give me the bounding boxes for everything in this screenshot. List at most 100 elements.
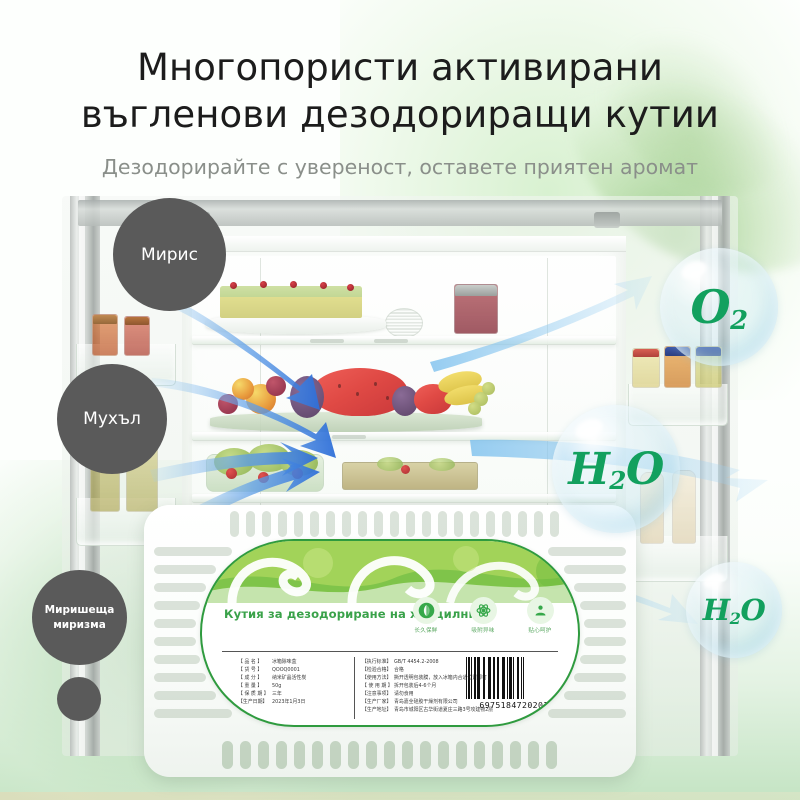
- bubble-water-large: H2O: [552, 405, 680, 533]
- barcode-bar: [509, 657, 512, 699]
- pickle-jar-red: [124, 316, 150, 356]
- spec-value: 青岛嘉全硅胶干燥剂有限公司: [394, 698, 458, 705]
- barcode-bar: [507, 657, 508, 699]
- shelf-tab: [374, 339, 408, 343]
- tray-tomato: [401, 465, 410, 474]
- odor-tag-dot: [57, 677, 101, 721]
- page-title: Многопористи активирани въгленови дезодо…: [0, 44, 800, 139]
- cake-cherry: [320, 282, 327, 289]
- fridge-shelf-3: [192, 494, 616, 503]
- barcode-bar: [502, 657, 505, 699]
- spec-value: GB/T 4454.2-2008: [394, 659, 439, 665]
- barcode-bar: [493, 657, 495, 699]
- odor-tag-label: Мухъл: [83, 409, 141, 429]
- dark-grapes: [290, 376, 324, 418]
- fridge-hinge-right: [594, 212, 620, 228]
- jar-cream: [632, 348, 660, 388]
- spec-key: 【注意事项】: [362, 690, 392, 697]
- shelf-tab: [310, 339, 344, 343]
- bubble-water-formula: H2O: [568, 443, 664, 495]
- feature-odor-absorb: 吸附异味: [461, 597, 505, 634]
- fridge-interior-lid: [182, 236, 626, 252]
- product-label: Кутия за дезодориране на хладилник 长久保鲜: [200, 539, 580, 727]
- molecule-icon: [469, 597, 497, 624]
- plum: [218, 394, 238, 414]
- barcode-bar: [513, 657, 514, 699]
- cherry-tomato: [226, 468, 237, 479]
- bubble-oxygen-formula: O2: [690, 280, 749, 336]
- dark-grapes: [392, 386, 418, 416]
- jar-lid: [93, 315, 117, 324]
- spec-row: 【生产地址】青岛市城阳区古华街道夏庄三路3号攻建物2层: [362, 707, 493, 715]
- jar-lid: [455, 285, 497, 296]
- bubble-oxygen: O2: [660, 248, 778, 366]
- barcode-bar: [521, 657, 522, 699]
- spec-value: 拆开包装后4-6个月: [394, 682, 437, 689]
- bottom-accent-strip: [0, 792, 800, 800]
- fridge-shelf-2: [192, 432, 616, 441]
- spec-key: 【执行标准】: [362, 659, 392, 665]
- feature-caption: 吸附异味: [471, 628, 495, 634]
- spec-row: 【 品 名 】冰箱除味盒: [238, 659, 306, 667]
- melon-seed: [338, 384, 341, 388]
- spec-value: 冰箱除味盒: [272, 659, 297, 665]
- spec-key: 【 使 用 期 】: [362, 682, 393, 689]
- spec-row: 【生产日期】2023年1月3日: [238, 699, 306, 707]
- cake-cherry: [347, 284, 354, 291]
- odor-tag-smell[interactable]: Мирис: [113, 198, 226, 311]
- spec-key: 【检验合格】: [362, 666, 392, 673]
- spec-row: 【 保 质 期 】三年: [238, 691, 306, 699]
- barcode-bars: [466, 657, 562, 699]
- spec-value: 青岛市城阳区古华街道夏庄三路3号攻建物2层: [394, 706, 494, 713]
- spec-value: 合格: [394, 666, 404, 673]
- barcode-bar: [497, 657, 499, 699]
- spec-key: 【 重 量 】: [238, 682, 263, 689]
- spec-key: 【生产厂家】: [362, 698, 392, 705]
- green-grape: [482, 382, 495, 395]
- spec-value: 2023年1月3日: [272, 698, 306, 705]
- barcode-bar: [474, 657, 476, 699]
- spec-row: 【 成 分 】纳米矿晶活性炭: [238, 675, 306, 683]
- barcode-bar: [477, 657, 480, 699]
- barcode-bar: [523, 657, 524, 699]
- barcode: 6975184720201: [466, 657, 562, 710]
- spec-value: 三年: [272, 690, 282, 697]
- shelf-tab: [332, 435, 366, 439]
- leaf-icon: [412, 597, 440, 624]
- melon-seed: [356, 392, 359, 396]
- cake-cherry: [260, 281, 267, 288]
- spec-value: 50g: [272, 682, 282, 689]
- cherry-tomato: [258, 472, 269, 483]
- barcode-bar: [466, 657, 467, 699]
- green-grape: [468, 402, 481, 415]
- melon-seed: [374, 382, 377, 386]
- bubble-subscript: 2: [729, 608, 741, 628]
- odor-tag-mold[interactable]: Мухъл: [57, 364, 167, 474]
- jar-lid: [125, 317, 149, 326]
- jar-orange: [664, 346, 691, 388]
- cherry-tomato: [292, 468, 303, 479]
- label-divider: [222, 651, 558, 652]
- title-line-1: Многопористи активирани: [136, 46, 664, 89]
- barcode-bar: [517, 657, 519, 699]
- spec-list-right: 【执行标准】GB/T 4454.2-2008【检验合格】合格【使用方法】撕开透明…: [362, 659, 493, 715]
- spec-row: 【执行标准】GB/T 4454.2-2008: [362, 659, 493, 667]
- feature-caring-protection: 贴心呵护: [518, 597, 562, 634]
- title-line-2: въгленови дезодориращи кутии: [80, 93, 720, 137]
- fridge-vent-icon: [385, 308, 423, 338]
- spec-key: 【 货 号 】: [238, 666, 263, 673]
- barcode-number: 6975184720201: [479, 700, 549, 710]
- barcode-bar: [483, 657, 485, 699]
- bubble-subscript: 2: [730, 305, 748, 336]
- melon-seed: [386, 396, 389, 400]
- odor-tag-stinky-smell[interactable]: Миришеща миризма: [32, 570, 127, 665]
- care-person-icon: [526, 597, 554, 624]
- poster-heading: Многопористи активирани въгленови дезодо…: [0, 44, 800, 179]
- bubble-water-small: H2O: [686, 562, 782, 658]
- spec-row: 【使用方法】撕开透明包装膜，放入冰箱内合适位置即可: [362, 675, 493, 683]
- spec-row: 【注意事项】请勿食用: [362, 691, 493, 699]
- jar-lid: [665, 347, 690, 356]
- label-vertical-divider: [354, 657, 355, 719]
- jar-lid: [633, 349, 659, 358]
